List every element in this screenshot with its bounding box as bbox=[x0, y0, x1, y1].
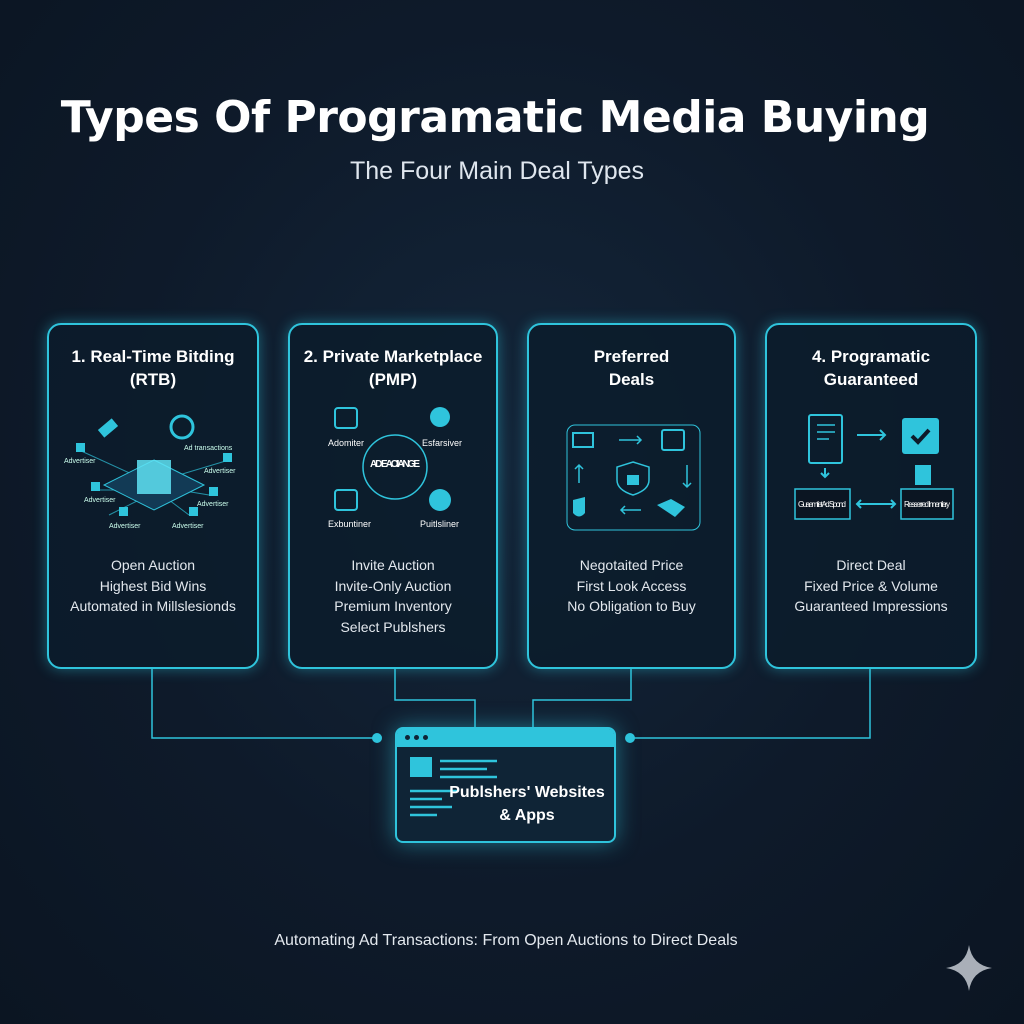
connector-dot bbox=[625, 733, 635, 743]
svg-text:AD EACIIANGE: AD EACIIANGE bbox=[370, 459, 420, 470]
svg-text:Resserred Innentiery: Resserred Innentiery bbox=[904, 500, 950, 509]
card-title: 1. Real-Time Bitding (RTB) bbox=[71, 347, 235, 389]
preferred-deal-illustration bbox=[566, 424, 701, 531]
feature: First Look Access bbox=[576, 577, 687, 594]
svg-text:Advertiser: Advertiser bbox=[204, 468, 236, 475]
card-guaranteed: 4. Programatic Guaranteed Guaemtiet Ad S… bbox=[765, 323, 977, 669]
gavel-icon bbox=[97, 418, 119, 438]
browser-bar bbox=[397, 729, 614, 747]
connector-pmp bbox=[394, 669, 476, 727]
bulb-icon bbox=[429, 489, 451, 511]
camera-icon bbox=[334, 489, 358, 511]
svg-text:Esfarsiver: Esfarsiver bbox=[422, 438, 462, 448]
connector-dot bbox=[372, 733, 382, 743]
svg-text:Exbuntiner: Exbuntiner bbox=[328, 519, 371, 529]
exchange-ring bbox=[362, 434, 428, 500]
feature: Guaranteed Impressions bbox=[794, 598, 948, 614]
page-title: Types Of Programatic Media Buying bbox=[60, 92, 930, 143]
card-title: 2. Private Marketplace (PMP) bbox=[303, 347, 483, 389]
contract-icon bbox=[808, 414, 843, 464]
ad-exchange-illustration: Adomiter Esfarsiver AD EACIIANGE Exbunti… bbox=[328, 407, 462, 529]
feature: Automated in Millslesionds bbox=[70, 598, 236, 614]
card-features: Open Auction Highest Bid Wins Automated … bbox=[49, 555, 257, 617]
card-rtb: 1. Real-Time Bitding (RTB) Ad transactio… bbox=[47, 323, 259, 669]
feature: Open Auction bbox=[110, 557, 196, 573]
svg-text:Advertiser: Advertiser bbox=[109, 523, 141, 530]
connector-preferred bbox=[532, 669, 632, 727]
gear-icon bbox=[430, 407, 450, 427]
clock-icon bbox=[169, 414, 195, 440]
checkmark-icon bbox=[902, 418, 939, 454]
card-pmp: 2. Private Marketplace (PMP) Adomiter Es… bbox=[288, 323, 498, 669]
feature: Invite-Only Auction bbox=[334, 577, 452, 594]
connector-guaranteed bbox=[630, 669, 871, 739]
card-features: Invite Auction Invite-Only Auction Premi… bbox=[290, 555, 496, 637]
frame bbox=[566, 424, 701, 531]
svg-text:Adomiter: Adomiter bbox=[328, 438, 364, 448]
svg-text:Guaemtiet Ad Spond: Guaemtiet Ad Spond bbox=[798, 500, 846, 509]
label: Ad transactions bbox=[184, 445, 233, 452]
feature: Invite Auction bbox=[351, 557, 435, 573]
svg-text:Advertiser: Advertiser bbox=[172, 523, 204, 530]
footer-caption: Automating Ad Transactions: From Open Au… bbox=[274, 932, 738, 949]
card-features: Direct Deal Fixed Price & Volume Guarant… bbox=[767, 555, 975, 617]
feature: Fixed Price & Volume bbox=[804, 577, 938, 594]
guaranteed-deal-illustration: Guaemtiet Ad Spond Resserred Innentiery bbox=[794, 414, 954, 520]
card-preferred: Preferred Deals Negotaited Price First L… bbox=[527, 323, 736, 669]
arrow-icon bbox=[619, 435, 643, 445]
shield-icon bbox=[573, 497, 585, 517]
sparkle-icon bbox=[946, 945, 992, 991]
advertiser-icon bbox=[334, 407, 358, 429]
feature: No Obligation to Buy bbox=[567, 598, 696, 614]
inventory-box bbox=[900, 488, 954, 520]
card-title: 4. Programatic Guaranteed bbox=[811, 347, 931, 389]
page-subtitle: The Four Main Deal Types bbox=[349, 157, 645, 185]
card-features: Negotaited Price First Look Access No Ob… bbox=[529, 555, 734, 617]
svg-text:Advertiser: Advertiser bbox=[197, 501, 229, 508]
feature: Select Publshers bbox=[340, 618, 446, 635]
feature: Negotaited Price bbox=[579, 557, 684, 573]
svg-text:Puitlsliner: Puitlsliner bbox=[420, 519, 459, 529]
feature: Highest Bid Wins bbox=[99, 577, 207, 594]
document-icon bbox=[572, 432, 594, 448]
webpage-icon bbox=[410, 757, 497, 817]
connector-rtb bbox=[151, 669, 377, 739]
ad-spend-box bbox=[794, 488, 851, 520]
svg-text:Advertiser: Advertiser bbox=[64, 458, 96, 465]
rtb-network-illustration: Ad transactions Advertiser Advertiser Ad… bbox=[64, 414, 236, 530]
lock-icon bbox=[915, 465, 931, 485]
feature: Premium Inventory bbox=[334, 598, 452, 614]
feature: Direct Deal bbox=[836, 557, 906, 573]
card-title: Preferred Deals bbox=[593, 347, 670, 389]
publisher-label: Publshers' Websites & Apps bbox=[449, 784, 605, 824]
lock-shield-icon bbox=[616, 461, 650, 496]
publisher-websites-box: Publshers' Websites & Apps bbox=[395, 727, 616, 843]
handshake-icon bbox=[657, 499, 685, 517]
calendar-icon bbox=[661, 429, 685, 451]
svg-text:Advertiser: Advertiser bbox=[84, 497, 116, 504]
cube-icon bbox=[137, 460, 171, 494]
